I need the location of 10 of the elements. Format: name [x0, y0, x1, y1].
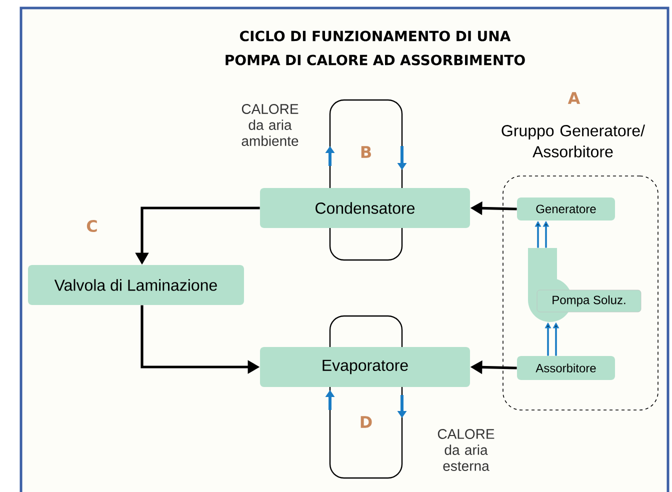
component-box: Assorbitore [517, 356, 615, 380]
pump-drawing: Pompa Soluz. [528, 248, 642, 322]
heat-note: CALORE da aria ambiente [242, 104, 298, 146]
component-box: Generatore [517, 198, 615, 220]
process-box: Valvola di Laminazione [28, 265, 244, 305]
title: CICLO DI FUNZIONAMENTO DI UNA POMPA DI CALORE AD ASSORBIMENTO [226, 30, 525, 66]
section-letter: C [86, 220, 97, 232]
group-heading: Gruppo Generatore/ Assorbitore [502, 124, 645, 158]
group-letter: A [568, 92, 580, 104]
heat-note: CALORE da aria esterna [438, 429, 494, 471]
